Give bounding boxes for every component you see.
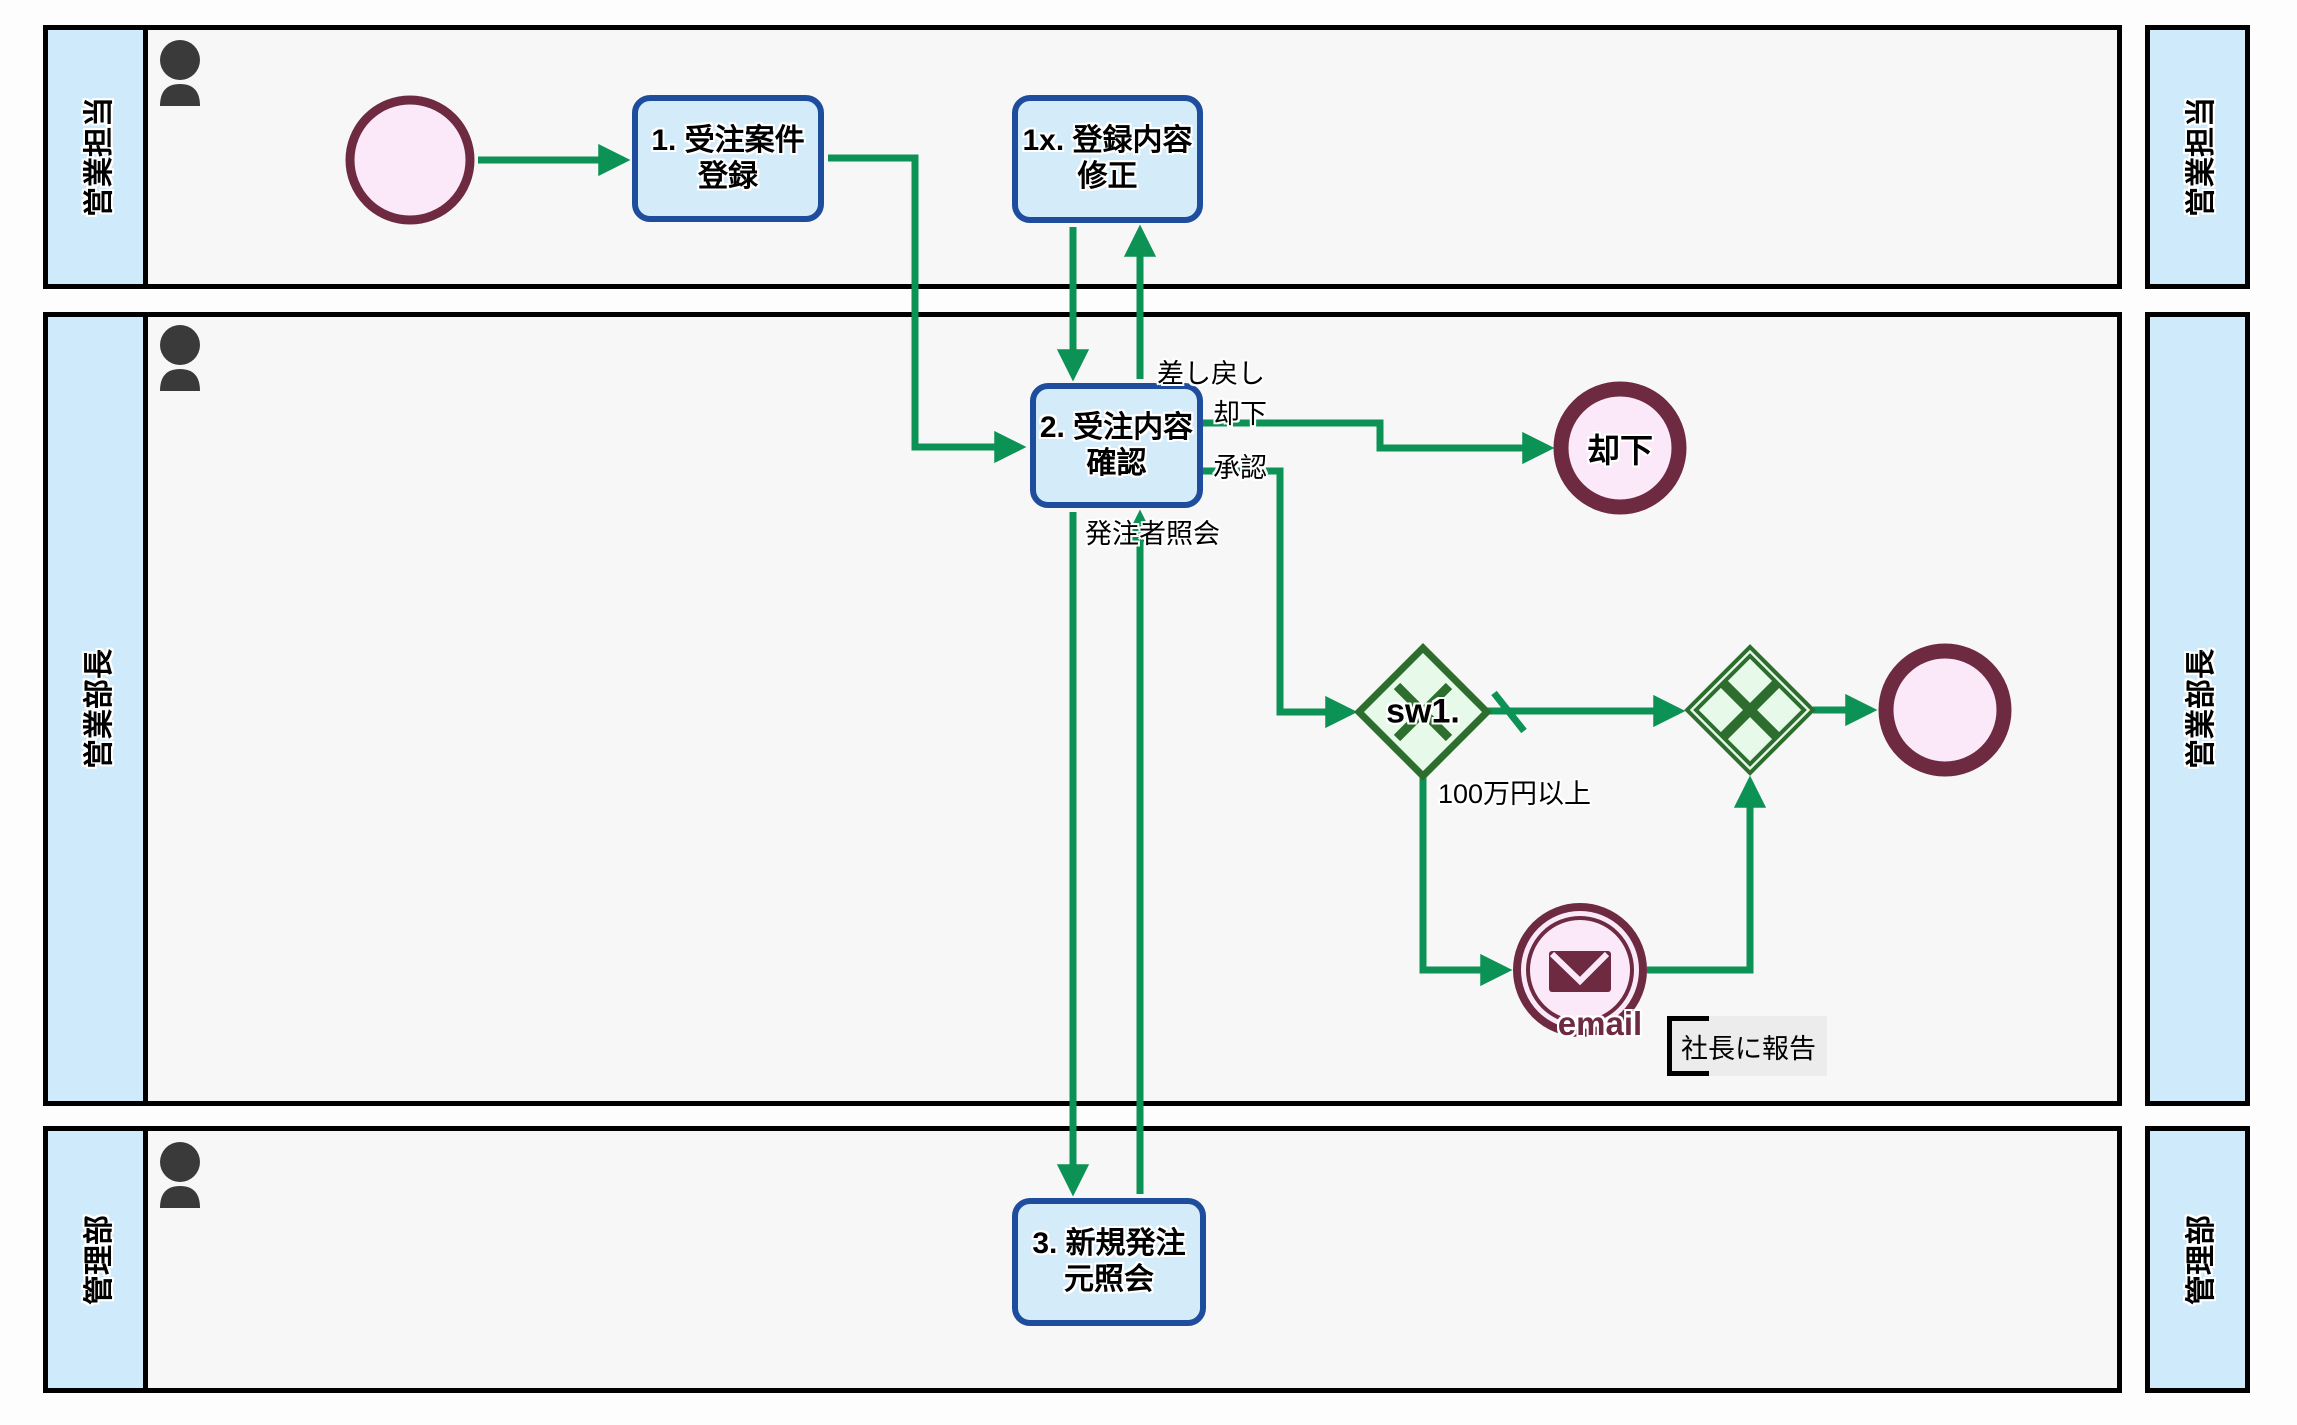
person-icon: [160, 40, 200, 106]
person-icon: [160, 1142, 200, 1208]
lane-label-sales-rep: 営業担当: [2184, 97, 2218, 217]
annotation-text: 社長に報告: [1681, 1033, 1816, 1064]
task-label-line: 元照会: [1064, 1263, 1154, 1296]
lane-header-admin-left[interactable]: 管理部: [43, 1126, 148, 1393]
edge-label-orderer-inquiry: 発注者照会: [1085, 519, 1220, 549]
task-label-line: 1x. 登録内容: [1022, 124, 1193, 157]
edge-label-send-back: 差し戻し: [1157, 359, 1265, 389]
lane-header-sales-manager-right[interactable]: 営業部長: [2145, 312, 2250, 1106]
edge-label-approve: 承認: [1213, 453, 1267, 483]
lane-label-admin: 管理部: [82, 1214, 116, 1305]
task-2-order-confirmation[interactable]: 2. 受注内容 確認: [1030, 383, 1203, 508]
task-label-line: 3. 新規発注: [1032, 1227, 1186, 1260]
lane-header-sales-manager-left[interactable]: 営業部長: [43, 312, 148, 1106]
task-label-line: 確認: [1086, 446, 1147, 480]
lane-label-sales-rep: 営業担当: [82, 97, 116, 217]
task-label-line: 2. 受注内容: [1039, 410, 1194, 444]
task-label-line: 登録: [698, 159, 758, 193]
annotation-bracket-icon: [1667, 1016, 1709, 1076]
reject-end-label: 却下: [1587, 432, 1653, 469]
lane-header-admin-right[interactable]: 管理部: [2145, 1126, 2250, 1393]
task-label-line: 修正: [1077, 160, 1138, 193]
gateway-sw1-label: sw1.: [1386, 692, 1460, 731]
lane-label-admin: 管理部: [2184, 1214, 2218, 1305]
task-1x-registration-fix[interactable]: 1x. 登録内容 修正: [1012, 95, 1203, 223]
lane-header-sales-rep-left[interactable]: 営業担当: [43, 25, 148, 289]
email-event-label: email: [1557, 1005, 1643, 1042]
annotation-report-to-president[interactable]: 社長に報告: [1667, 1016, 1827, 1076]
lane-header-sales-rep-right[interactable]: 営業担当: [2145, 25, 2250, 289]
task-3-new-orderer-inquiry[interactable]: 3. 新規発注 元照会: [1012, 1198, 1206, 1326]
task-1-order-registration[interactable]: 1. 受注案件 登録: [632, 95, 824, 222]
lane-label-sales-manager: 営業部長: [2184, 649, 2218, 769]
task-label-line: 1. 受注案件: [651, 123, 805, 157]
person-icon: [160, 325, 200, 391]
edge-label-over-one-million: 100万円以上: [1438, 779, 1592, 809]
lane-label-sales-manager: 営業部長: [82, 649, 116, 769]
edge-label-reject: 却下: [1213, 399, 1267, 429]
